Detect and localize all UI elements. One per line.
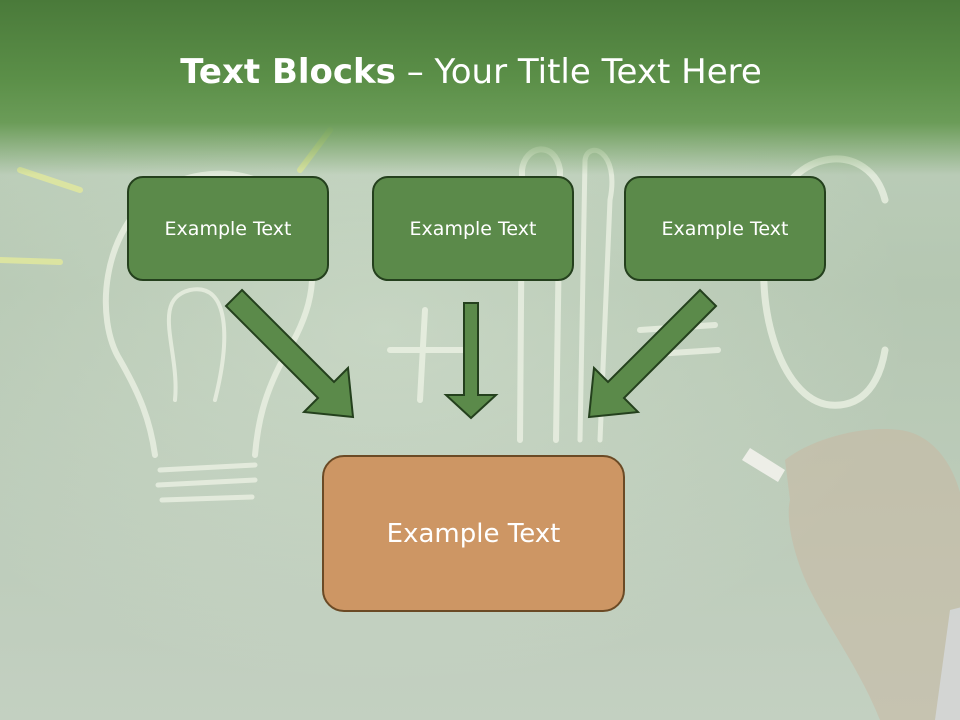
- text-block-right-label: Example Text: [661, 217, 789, 240]
- text-block-main[interactable]: Example Text: [322, 455, 625, 612]
- title-bold-part: Text Blocks: [180, 52, 396, 92]
- title-rest-part: – Your Title Text Here: [395, 52, 762, 92]
- arrow-left-diagonal: [224, 288, 355, 419]
- arrow-right-diagonal: [587, 288, 718, 419]
- slide-title: Text Blocks – Your Title Text Here: [0, 52, 942, 92]
- text-block-right[interactable]: Example Text: [624, 176, 826, 281]
- text-block-center[interactable]: Example Text: [372, 176, 574, 281]
- hand-with-chalk-image: [742, 429, 960, 720]
- arrow-center-down: [443, 302, 499, 420]
- text-block-left-label: Example Text: [164, 217, 292, 240]
- text-block-left[interactable]: Example Text: [127, 176, 329, 281]
- text-block-main-label: Example Text: [386, 518, 561, 549]
- header-band: [0, 0, 960, 175]
- text-block-center-label: Example Text: [409, 217, 537, 240]
